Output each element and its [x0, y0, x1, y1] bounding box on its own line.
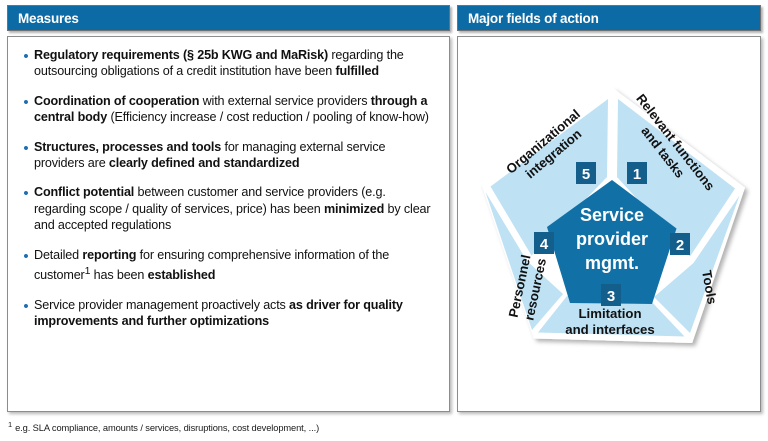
- major-fields-panel-title: Major fields of action: [468, 10, 599, 26]
- bullet-dot-icon: •: [23, 93, 29, 111]
- bullet-dot-icon: •: [23, 185, 29, 203]
- pentagon-segment-2[interactable]: [654, 195, 740, 334]
- bullet-dot-icon: •: [23, 247, 29, 265]
- pentagon-label-2: Tools: [699, 269, 720, 305]
- measure-regulatory-requirements: Regulatory requirements (§ 25b KWG and M…: [34, 48, 404, 79]
- bullet-dot-icon: •: [23, 139, 29, 157]
- footnote-marker: 1: [8, 420, 13, 429]
- pentagon-diagram: Service provider mgmt. Relevant function…: [458, 75, 760, 375]
- list-item: • Structures, processes and tools for ma…: [18, 139, 437, 172]
- pentagon-badge-1[interactable]: 1: [627, 162, 647, 184]
- major-fields-panel: Major fields of action: [457, 5, 761, 412]
- pentagon-badge-5-number: 5: [582, 166, 590, 183]
- measure-detailed-reporting: Detailed reporting for ensuring comprehe…: [34, 247, 390, 283]
- pentagon-segment-3[interactable]: [538, 296, 685, 337]
- pentagon-label-2-line1: Tools: [699, 269, 720, 305]
- pentagon-label-4: Personnel resources: [506, 253, 550, 321]
- pentagon-badge-4-number: 4: [540, 236, 549, 253]
- measures-panel-title: Measures: [18, 10, 79, 26]
- bullet-dot-icon: •: [23, 297, 29, 315]
- measures-bullet-list: • Regulatory requirements (§ 25b KWG and…: [8, 37, 449, 329]
- center-label-line1: Service: [580, 205, 644, 225]
- center-label-line2: provider: [576, 229, 648, 249]
- pentagon-center-shape[interactable]: [547, 180, 677, 304]
- pentagon-label-3-line1: Limitation: [578, 306, 641, 321]
- pentagon-badge-5[interactable]: 5: [576, 162, 596, 184]
- pentagon-diagram-svg: Service provider mgmt. Relevant function…: [481, 88, 745, 343]
- footnote-text: e.g. SLA compliance, amounts / services,…: [15, 423, 320, 434]
- measure-conflict-potential: Conflict potential between customer and …: [34, 185, 431, 233]
- list-item: • Service provider management proactivel…: [18, 297, 437, 330]
- list-item: • Conflict potential between customer an…: [18, 184, 437, 233]
- list-item: • Regulatory requirements (§ 25b KWG and…: [18, 47, 437, 80]
- measures-panel-header: Measures: [7, 5, 450, 31]
- pentagon-segment-4[interactable]: [485, 192, 564, 330]
- measure-coordination-of-cooperation: Coordination of cooperation with externa…: [34, 93, 429, 125]
- list-item: • Detailed reporting for ensuring compre…: [18, 247, 437, 284]
- pentagon-label-3: Limitation and interfaces: [565, 306, 654, 337]
- pentagon-badge-4[interactable]: 4: [534, 232, 554, 254]
- major-fields-panel-header: Major fields of action: [457, 5, 761, 31]
- bullet-dot-icon: •: [23, 48, 29, 65]
- measures-panel-body: • Regulatory requirements (§ 25b KWG and…: [7, 36, 450, 412]
- pentagon-segment-1[interactable]: [617, 99, 735, 257]
- measure-structures-processes-tools: Structures, processes and tools for mana…: [34, 139, 386, 171]
- pentagon-segment-5[interactable]: [490, 99, 609, 256]
- pentagon-badge-2[interactable]: 2: [670, 233, 690, 255]
- pentagon-badge-3[interactable]: 3: [601, 284, 621, 306]
- pentagon-segments: [485, 99, 740, 337]
- pentagon-badge-2-number: 2: [676, 237, 684, 254]
- pentagon-label-3-line2: and interfaces: [565, 322, 654, 337]
- measures-panel: Measures • Regulatory requirements (§ 25…: [7, 5, 450, 412]
- center-label-line3: mgmt.: [585, 253, 639, 273]
- pentagon-badge-1-number: 1: [633, 166, 641, 183]
- major-fields-panel-body: Service provider mgmt. Relevant function…: [457, 36, 761, 412]
- measure-service-provider-management: Service provider management proactively …: [34, 297, 403, 329]
- pentagon-badge-3-number: 3: [607, 288, 615, 305]
- list-item: • Coordination of cooperation with exter…: [18, 93, 437, 126]
